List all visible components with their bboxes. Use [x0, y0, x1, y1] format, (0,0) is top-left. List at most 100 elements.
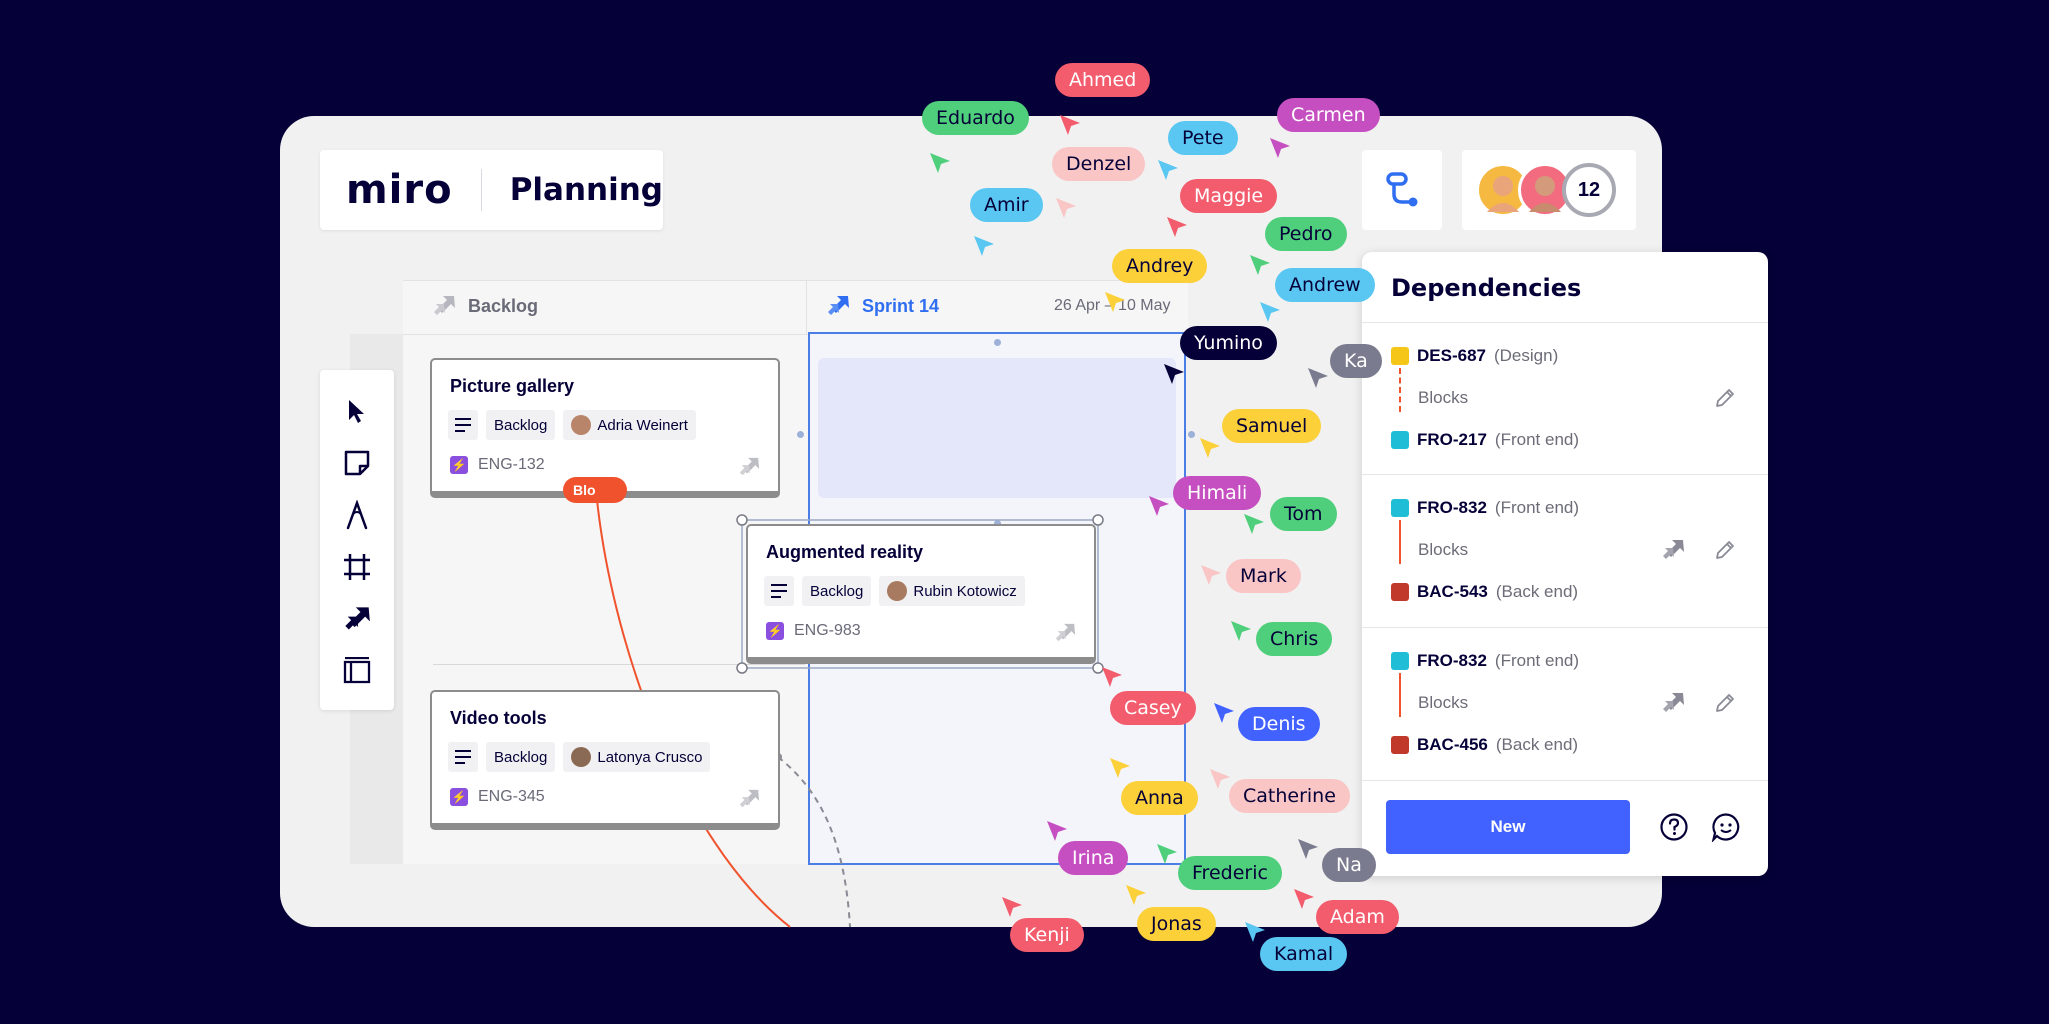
- backend-icon: [1391, 583, 1409, 601]
- jira-icon[interactable]: [1658, 535, 1688, 565]
- collaborator-cursor-label: Ka: [1330, 344, 1382, 378]
- collaborator-cursor-label: Samuel: [1222, 409, 1322, 443]
- task-card[interactable]: Augmented reality Backlog Rubin Kotowicz…: [746, 524, 1096, 664]
- team-label: (Front end): [1494, 498, 1580, 517]
- collaborator-cursor-label: Andrew: [1275, 268, 1375, 302]
- left-toolbar: [320, 370, 394, 710]
- table-tool[interactable]: [340, 654, 374, 688]
- collaborator-cursor-label: Yumino: [1180, 326, 1277, 360]
- blocked-tag[interactable]: Blo: [563, 477, 627, 503]
- jira-icon: [739, 457, 760, 476]
- dependency-target[interactable]: BAC-456 (Back end): [1391, 735, 1578, 755]
- jira-icon: [739, 789, 760, 808]
- collaborator-cursor-label: Denzel: [1052, 147, 1146, 181]
- cursor-pointer-icon: [1308, 368, 1328, 388]
- task-card[interactable]: Picture gallery Backlog Adria Weinert ⚡ …: [430, 358, 780, 498]
- team-label: (Front end): [1494, 430, 1580, 449]
- collaborator-cursor-label: Maggie: [1180, 179, 1278, 213]
- cursor-pointer-icon: [1164, 364, 1184, 384]
- dependency-source[interactable]: FRO-832 (Front end): [1391, 498, 1579, 518]
- collaborator-cursor-label: Kamal: [1260, 937, 1348, 971]
- avatar: [887, 581, 908, 601]
- edit-icon[interactable]: [1710, 383, 1740, 413]
- dependency-target[interactable]: FRO-217 (Front end): [1391, 430, 1579, 450]
- help-icon[interactable]: [1659, 812, 1689, 842]
- collaborator-cursor-label: Denis: [1238, 707, 1320, 741]
- collaborator-cursor-label: Catherine: [1229, 779, 1350, 813]
- jira-icon: [1055, 623, 1076, 642]
- selection-handle[interactable]: [797, 431, 804, 438]
- issue-key: FRO-832: [1417, 498, 1487, 517]
- assignee-chip[interactable]: Latonya Crusco: [563, 742, 711, 772]
- sprint-column-header[interactable]: Sprint 14: [826, 280, 939, 332]
- sticky-note-tool[interactable]: [340, 446, 374, 480]
- dependency-source[interactable]: FRO-832 (Front end): [1391, 651, 1579, 671]
- collaborator-cursor-label: Himali: [1173, 476, 1262, 510]
- integration-button[interactable]: [1362, 150, 1442, 230]
- collaborator-cursor-label: Casey: [1110, 691, 1196, 725]
- pen-tool[interactable]: [340, 498, 374, 532]
- cursor-pointer-icon: [1002, 897, 1022, 917]
- collaborator-cursor-label: Pedro: [1265, 217, 1347, 251]
- status-chip[interactable]: Backlog: [802, 576, 872, 606]
- new-dependency-button[interactable]: New: [1386, 800, 1630, 854]
- cursor-pointer-icon: [1245, 922, 1265, 942]
- cursor-pointer-icon: [1167, 217, 1187, 237]
- collaborator-cursor-label: Ahmed: [1055, 63, 1151, 97]
- cursor-icon: [349, 400, 364, 423]
- column-divider: [806, 280, 807, 334]
- connection-icon: [1386, 172, 1418, 207]
- backlog-column-header[interactable]: Backlog: [432, 280, 538, 332]
- frontend-icon: [1391, 499, 1409, 517]
- jira-tool[interactable]: [340, 602, 374, 636]
- status-chip[interactable]: Backlog: [486, 410, 556, 440]
- description-icon[interactable]: [448, 410, 478, 440]
- description-icon[interactable]: [448, 742, 478, 772]
- cursor-pointer-icon: [1260, 302, 1280, 322]
- selection-handle[interactable]: [994, 339, 1001, 346]
- issue-key: FRO-832: [1417, 651, 1487, 670]
- feedback-icon[interactable]: [1711, 812, 1741, 842]
- avatar: [571, 415, 592, 435]
- team-label: (Back end): [1495, 735, 1579, 754]
- team-label: (Back end): [1495, 582, 1579, 601]
- description-icon[interactable]: [764, 576, 794, 606]
- frontend-icon: [1391, 431, 1409, 449]
- edit-icon[interactable]: [1710, 535, 1740, 565]
- board-title[interactable]: Planning: [509, 172, 663, 208]
- collaborators-panel[interactable]: 12: [1462, 150, 1636, 230]
- bolt-icon: ⚡: [450, 788, 468, 806]
- collaborator-cursor-label: Pete: [1168, 121, 1238, 155]
- issue-key: BAC-456: [1417, 735, 1488, 754]
- cursor-pointer-icon: [1231, 621, 1251, 641]
- avatar[interactable]: [1518, 163, 1572, 217]
- cursor-pointer-icon: [1270, 138, 1290, 158]
- assignee-chip[interactable]: Adria Weinert: [563, 410, 696, 440]
- collaborator-cursor-label: Jonas: [1137, 907, 1216, 941]
- collaborator-cursor-label: Amir: [970, 188, 1043, 222]
- edit-icon[interactable]: [1710, 688, 1740, 718]
- cursor-pointer-icon: [1105, 292, 1125, 312]
- frame-tool[interactable]: [340, 550, 374, 584]
- cursor-pointer-icon: [1060, 115, 1080, 135]
- column-head-border: [403, 334, 1188, 335]
- panel-title: Dependencies: [1391, 274, 1582, 302]
- status-chip[interactable]: Backlog: [486, 742, 556, 772]
- issue-key: ENG-345: [478, 788, 545, 805]
- dependency-line: [1399, 673, 1401, 717]
- selection-handle[interactable]: [1188, 431, 1195, 438]
- task-card[interactable]: Video tools Backlog Latonya Crusco ⚡ ENG…: [430, 690, 780, 830]
- select-tool[interactable]: [340, 394, 374, 428]
- frontend-icon: [1391, 652, 1409, 670]
- miro-logo[interactable]: miro: [346, 167, 453, 213]
- issue-key: ENG-132: [478, 456, 545, 473]
- dependency-target[interactable]: BAC-543 (Back end): [1391, 582, 1578, 602]
- divider: [1362, 627, 1768, 628]
- sprint-column-header-bg: [808, 280, 1188, 334]
- dependency-source[interactable]: DES-687 (Design): [1391, 346, 1558, 366]
- cursor-pointer-icon: [1294, 889, 1314, 909]
- relation-label: Blocks: [1418, 693, 1469, 712]
- assignee-chip[interactable]: Rubin Kotowicz: [879, 576, 1025, 606]
- collaborator-count[interactable]: 12: [1562, 163, 1616, 217]
- jira-icon[interactable]: [1658, 688, 1688, 718]
